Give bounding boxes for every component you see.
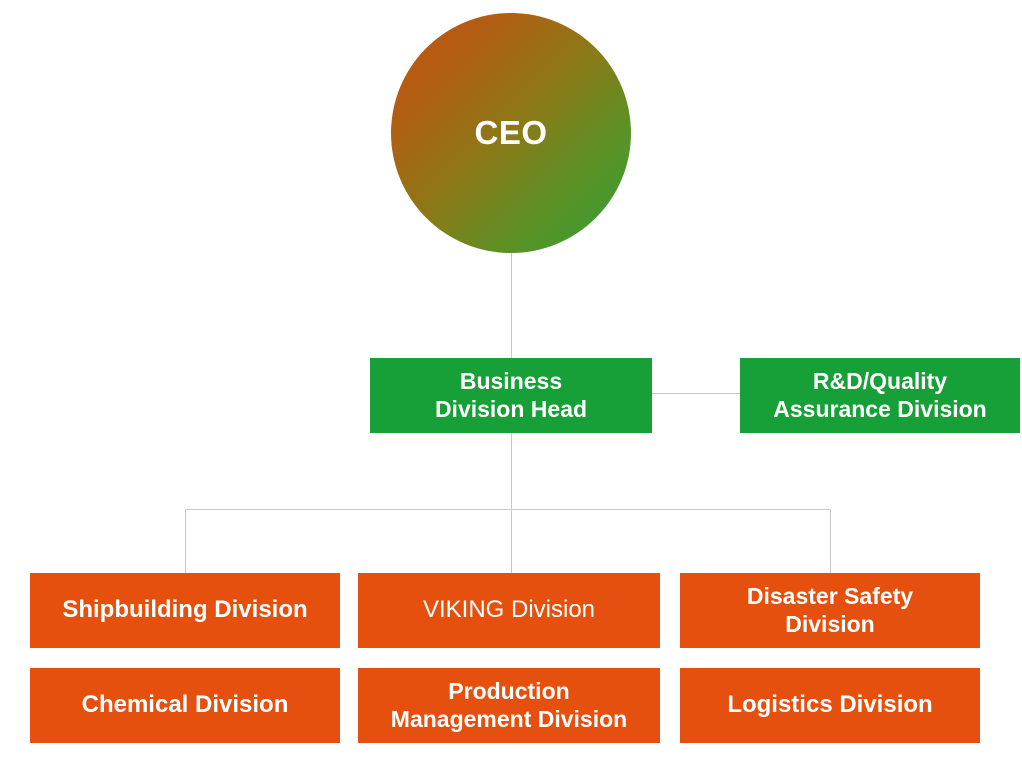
- node-rd-quality-assurance-division-label: R&D/Quality Assurance Division: [773, 367, 987, 422]
- node-logistics-division-label: Logistics Division: [727, 691, 933, 719]
- node-chemical-division-label: Chemical Division: [81, 691, 289, 719]
- node-disaster-safety-division-label: Disaster Safety Division: [746, 582, 914, 637]
- node-logistics-division[interactable]: Logistics Division: [680, 668, 980, 743]
- node-chemical-division[interactable]: Chemical Division: [30, 668, 340, 743]
- node-ceo[interactable]: CEO: [391, 13, 631, 253]
- node-rd-quality-assurance-division[interactable]: R&D/Quality Assurance Division: [740, 358, 1020, 433]
- node-viking-division-label: VIKING Division: [422, 596, 596, 624]
- connector-business-division-head-to-rd-quality: [652, 393, 740, 394]
- node-shipbuilding-division[interactable]: Shipbuilding Division: [30, 573, 340, 648]
- node-business-division-head[interactable]: Business Division Head: [370, 358, 652, 433]
- node-shipbuilding-division-label: Shipbuilding Division: [62, 596, 308, 624]
- connector-bus-to-disaster-safety: [830, 509, 831, 574]
- node-viking-division[interactable]: VIKING Division: [358, 573, 660, 648]
- connector-horizontal-bus: [185, 509, 831, 510]
- connector-ceo-to-business-division-head: [511, 252, 512, 359]
- node-production-management-division-label: Production Management Division: [390, 677, 628, 732]
- connector-business-division-head-down: [511, 433, 512, 509]
- node-ceo-label: CEO: [474, 113, 548, 151]
- connector-bus-to-viking: [511, 509, 512, 574]
- node-production-management-division[interactable]: Production Management Division: [358, 668, 660, 743]
- connector-bus-to-shipbuilding: [185, 509, 186, 574]
- node-disaster-safety-division[interactable]: Disaster Safety Division: [680, 573, 980, 648]
- node-business-division-head-label: Business Division Head: [434, 367, 588, 422]
